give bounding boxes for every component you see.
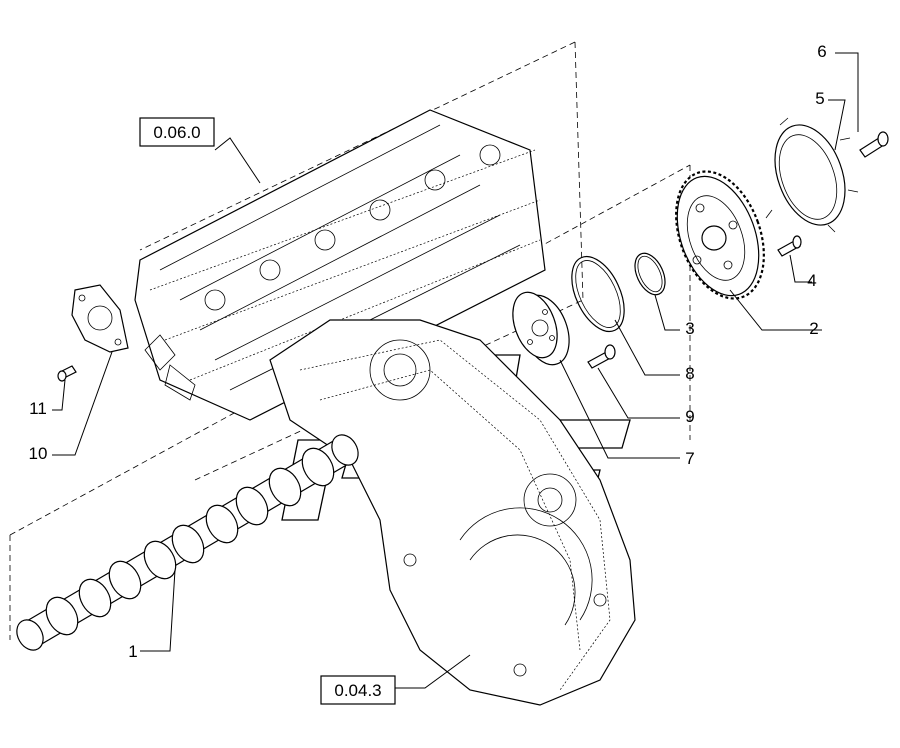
bolt-6: [859, 131, 889, 158]
callout-4: 4: [807, 271, 816, 290]
callout-5: 5: [815, 89, 824, 108]
callout-10: 10: [29, 444, 48, 463]
callout-6: 6: [817, 42, 826, 61]
gear-housing: [269, 319, 636, 706]
callout-9: 9: [685, 407, 694, 426]
callout-labels: 1 2 3 4 5 6 7 8 9 10 11: [29, 42, 827, 661]
leader-lines: [52, 52, 859, 689]
cover-plate: [71, 284, 129, 353]
camshaft: [16, 434, 359, 651]
callout-1: 1: [128, 642, 137, 661]
bolt-9: [587, 344, 616, 369]
reference-box-cylinder-head: 0.06.0: [139, 117, 215, 147]
reference-box-gear-housing: 0.04.3: [320, 675, 396, 705]
camshaft-gear: [675, 170, 765, 300]
callout-3: 3: [685, 319, 694, 338]
callout-2: 2: [809, 319, 818, 338]
reference-label: 0.04.3: [334, 681, 381, 700]
callout-11: 11: [29, 399, 47, 418]
callout-8: 8: [685, 364, 694, 383]
gear-hub: [512, 291, 570, 366]
bolt-4: [777, 235, 802, 257]
screw-11: [57, 365, 77, 382]
phonic-wheel-5: [765, 117, 859, 233]
cylinder-head: [134, 109, 546, 421]
o-ring-8: [571, 255, 625, 333]
seal-ring-3: [634, 252, 666, 296]
callout-7: 7: [685, 449, 694, 468]
reference-label: 0.06.0: [153, 123, 200, 142]
